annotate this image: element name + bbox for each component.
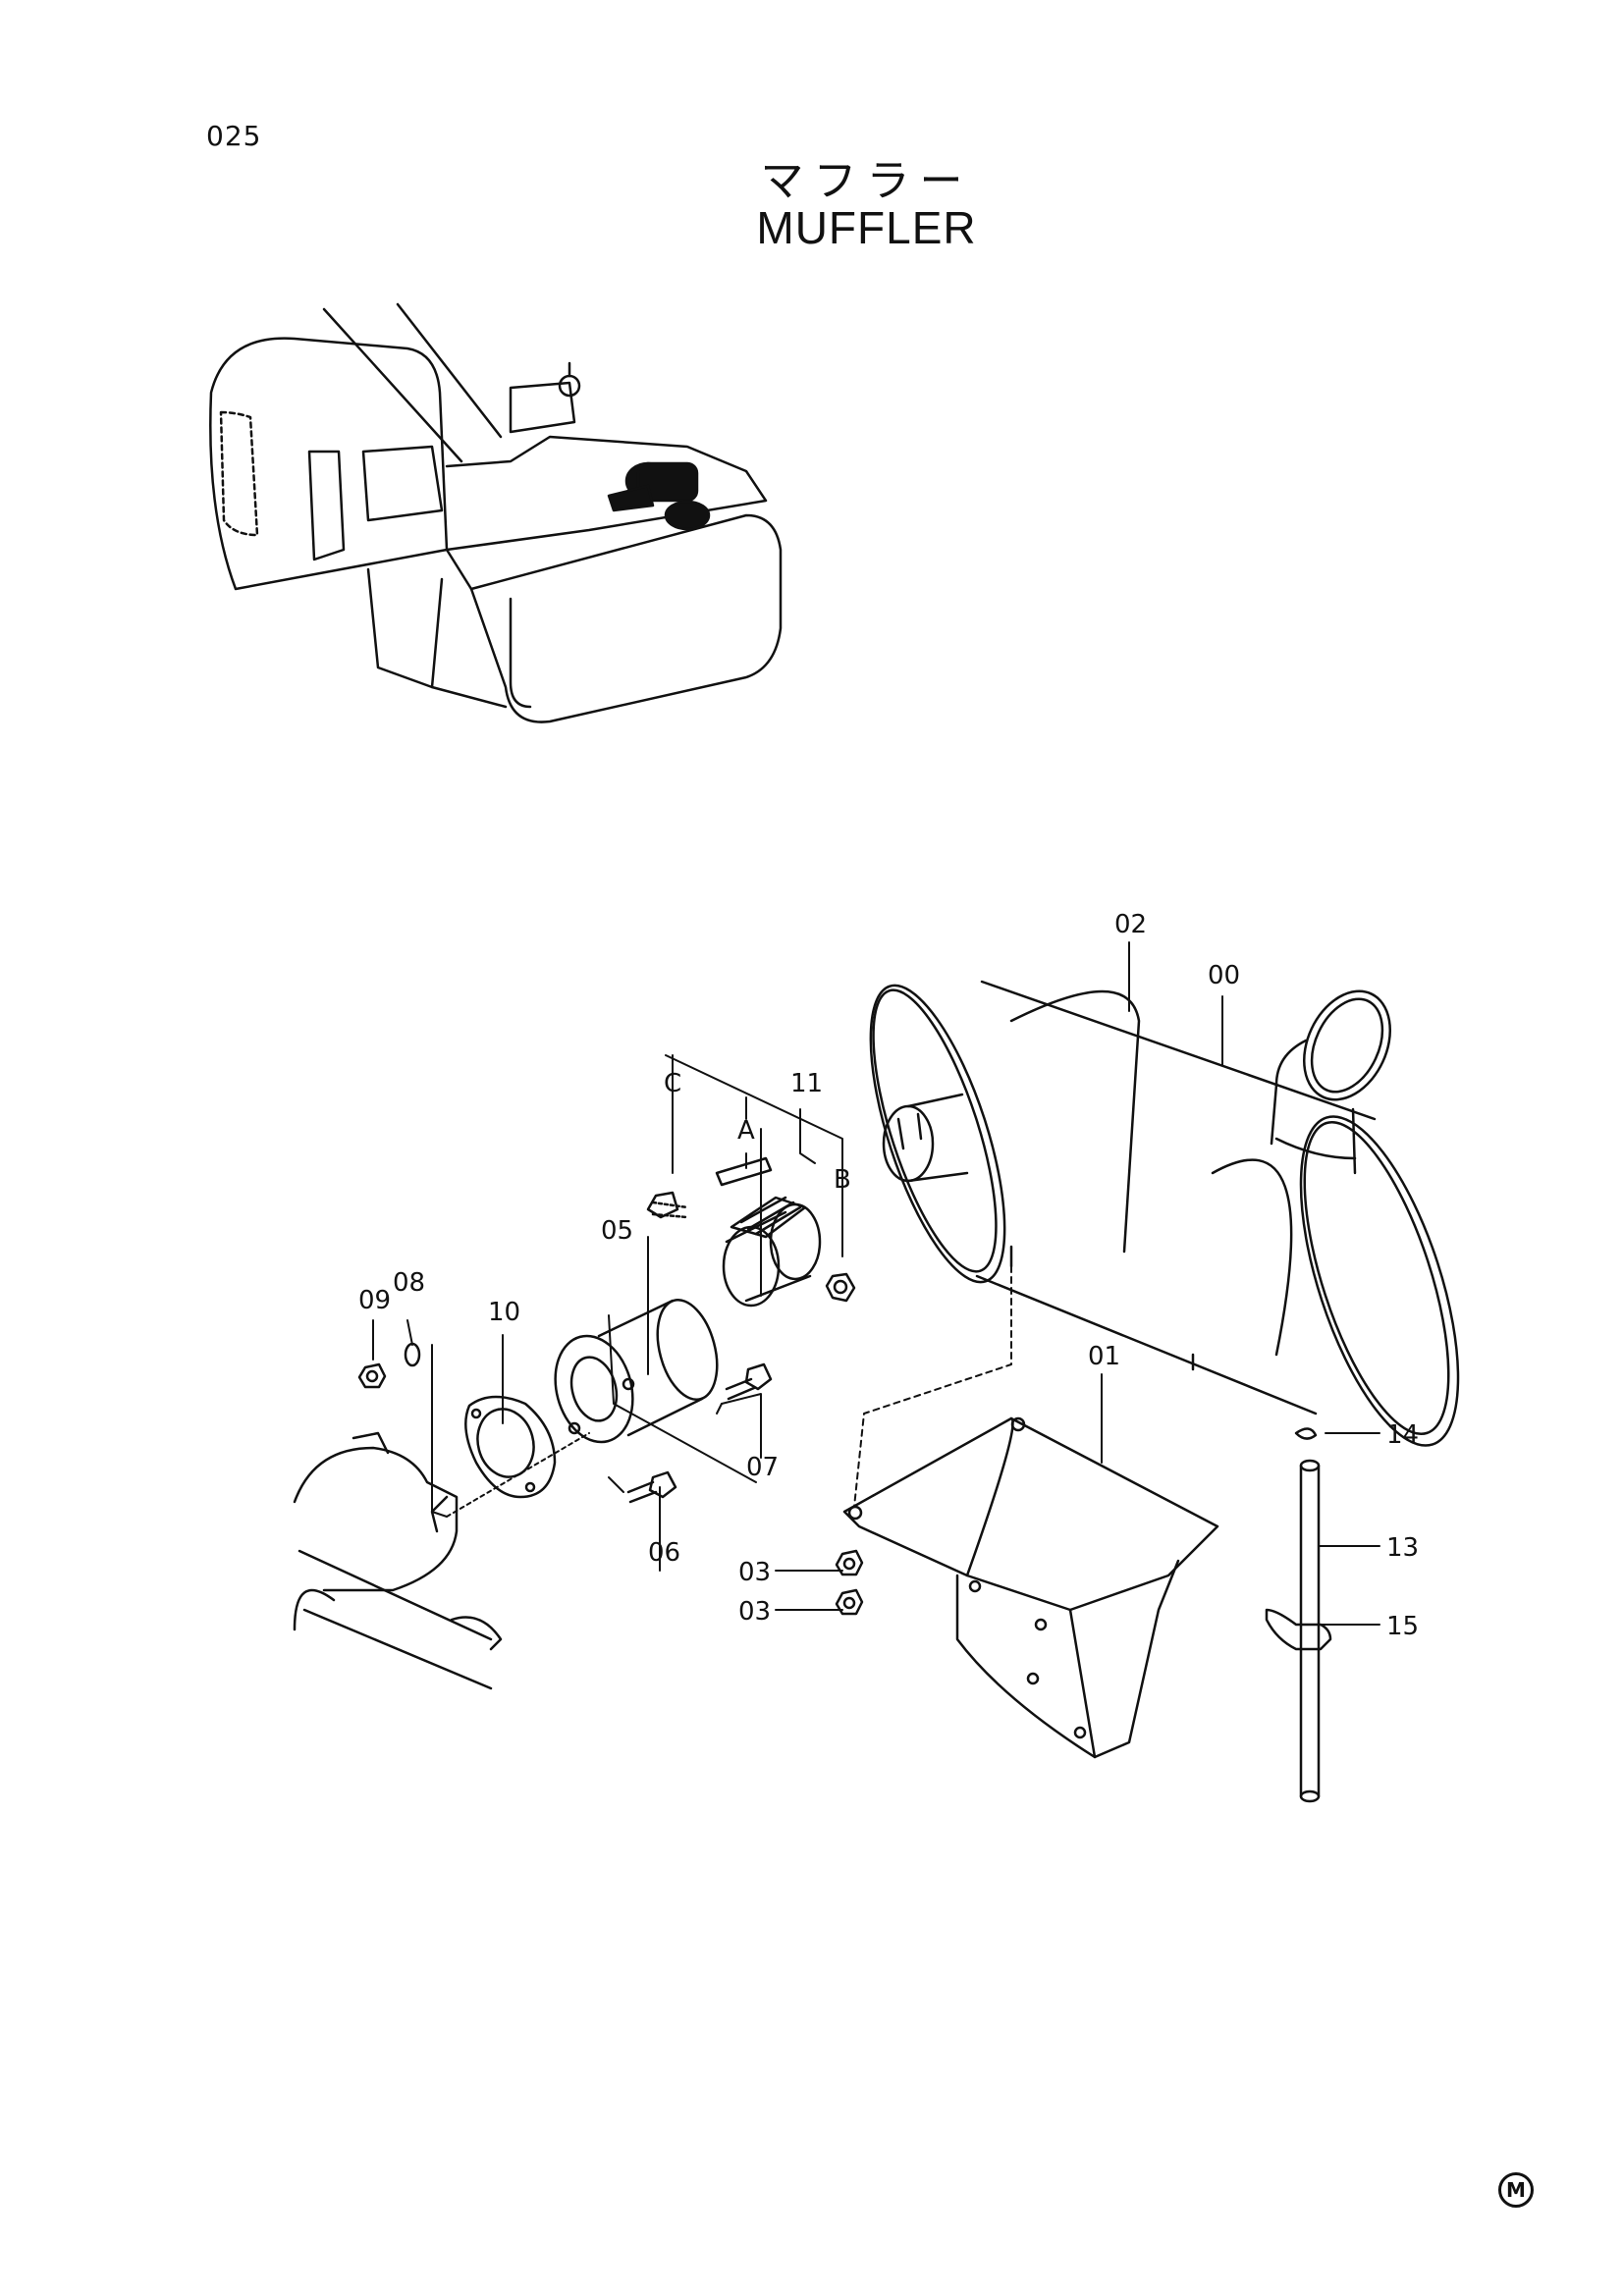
callout-10: 10 bbox=[488, 1298, 520, 1327]
callout-14: 14 bbox=[1386, 1420, 1419, 1450]
callout-C: C bbox=[664, 1069, 681, 1098]
callout-00: 00 bbox=[1208, 961, 1240, 990]
callout-A: A bbox=[737, 1116, 755, 1146]
callout-05: 05 bbox=[601, 1216, 633, 1246]
band-clamp bbox=[715, 1156, 822, 1308]
turbocharger-outlet bbox=[293, 1431, 503, 1690]
callout-02: 02 bbox=[1114, 910, 1147, 939]
callout-09: 09 bbox=[358, 1286, 391, 1315]
callout-labels: 02 00 11 C A B 05 08 09 10 01 14 07 13 0… bbox=[358, 910, 1419, 1641]
support-bracket bbox=[842, 1416, 1219, 1759]
callout-01: 01 bbox=[1088, 1342, 1120, 1371]
callout-07: 07 bbox=[746, 1453, 779, 1482]
callout-13: 13 bbox=[1386, 1533, 1419, 1563]
callout-06: 06 bbox=[648, 1538, 680, 1568]
flange-pipe bbox=[554, 1299, 719, 1444]
callout-03-upper: 03 bbox=[738, 1558, 771, 1587]
fasteners bbox=[357, 1191, 864, 1616]
leader-lines bbox=[372, 941, 1380, 1626]
callout-15: 15 bbox=[1386, 1612, 1419, 1641]
callout-08: 08 bbox=[393, 1268, 425, 1298]
page-title: MUFFLER bbox=[756, 202, 977, 253]
edition-mark: M bbox=[1498, 2172, 1534, 2208]
callout-03-lower: 03 bbox=[738, 1597, 771, 1627]
page-number: 025 bbox=[206, 120, 262, 152]
page-title-japanese: マフラー bbox=[760, 156, 973, 206]
gasket bbox=[464, 1395, 557, 1499]
muffler-body bbox=[869, 980, 1460, 1447]
drain-pipe bbox=[1265, 1427, 1332, 1803]
excavator-location-view bbox=[209, 302, 783, 723]
callout-11: 11 bbox=[790, 1069, 823, 1098]
callout-B: B bbox=[834, 1165, 851, 1195]
